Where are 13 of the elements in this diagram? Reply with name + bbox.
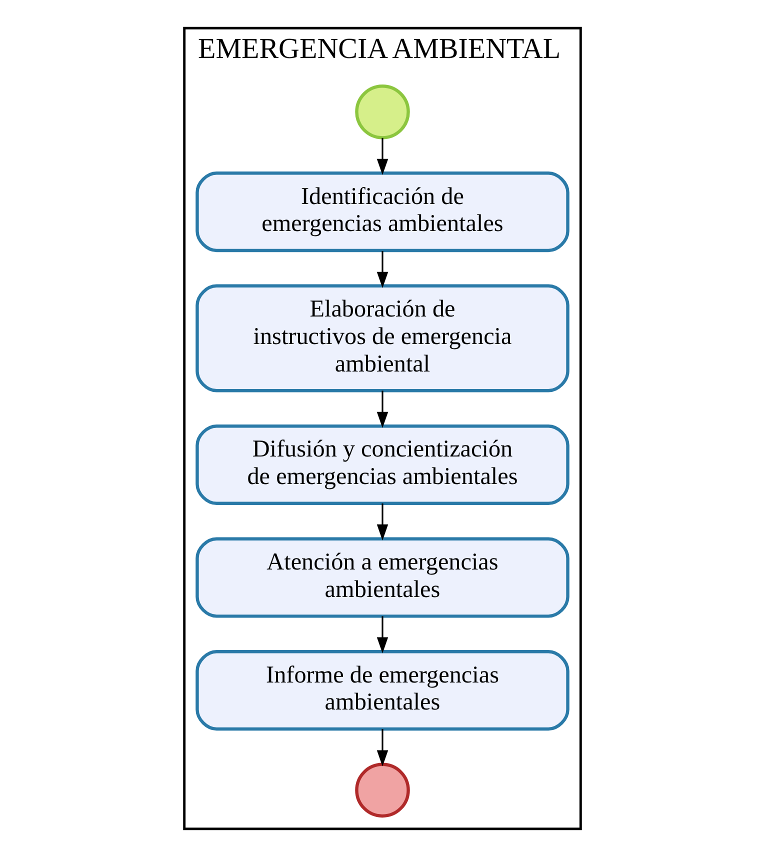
node-circle [355, 762, 410, 818]
node-circle [355, 84, 410, 140]
node-box: Identificación de emergencias ambientales [196, 172, 570, 252]
arrow [376, 503, 388, 541]
node-box: Elaboración de instructivos de emergencia ambiental [196, 284, 570, 392]
node-box: Difusión y concientización de emergencias ambientales [196, 424, 570, 506]
arrow [376, 729, 388, 766]
node-box: Atención a emergencias ambientales [196, 537, 570, 618]
arrow [376, 138, 388, 176]
node-box: Informe de emergencias ambientales [196, 650, 570, 731]
arrow [376, 390, 388, 428]
arrow [376, 616, 388, 654]
arrow [376, 251, 388, 288]
